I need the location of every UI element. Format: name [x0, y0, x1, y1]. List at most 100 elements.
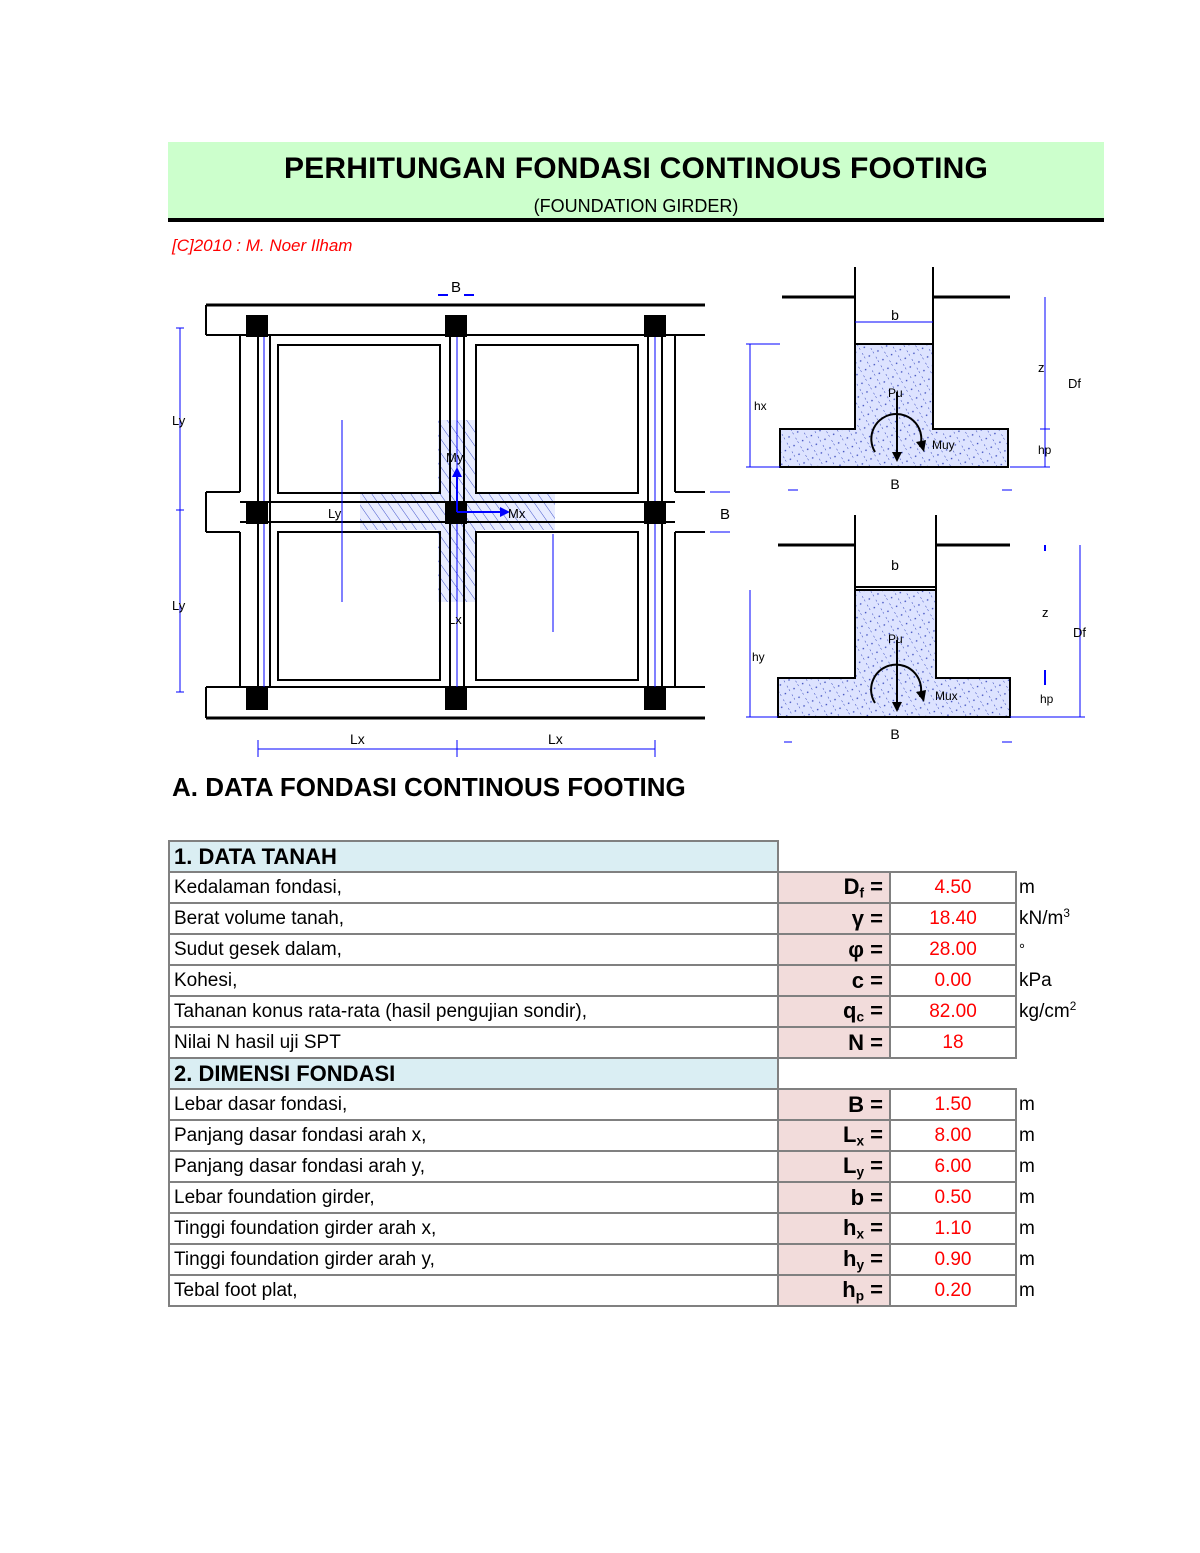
- param-unit: m: [1019, 1093, 1035, 1115]
- param-symbol: Lx =: [777, 1119, 891, 1152]
- plan-label-ly-1: Ly: [172, 413, 186, 428]
- param-description: Panjang dasar fondasi arah y,: [168, 1150, 779, 1183]
- param-symbol: φ =: [777, 933, 891, 966]
- sec-x-df: Df: [1068, 376, 1081, 391]
- sec-x-B: B: [890, 476, 899, 492]
- param-symbol: Df =: [777, 871, 891, 904]
- param-unit: m: [1019, 1186, 1035, 1208]
- param-value[interactable]: 0.90: [889, 1243, 1017, 1276]
- foundation-plan-diagram: B B Ly Ly Ly Lx Lx Lx Mx My: [172, 279, 730, 757]
- soil-heading-row: 1. DATA TANAH: [168, 840, 1096, 873]
- table-row: Tahanan konus rata-rata (hasil pengujian…: [168, 995, 1096, 1028]
- param-description: Lebar dasar fondasi,: [168, 1088, 779, 1121]
- param-value[interactable]: 1.10: [889, 1212, 1017, 1245]
- plan-label-ly-2: Ly: [172, 598, 186, 613]
- param-value[interactable]: 0.00: [889, 964, 1017, 997]
- param-unit: kPa: [1019, 969, 1052, 991]
- copyright-note: [C]2010 : M. Noer Ilham: [172, 236, 353, 255]
- param-symbol: hy =: [777, 1243, 891, 1276]
- table-row: Tinggi foundation girder arah x,hx =1.10…: [168, 1212, 1096, 1245]
- param-value[interactable]: 0.50: [889, 1181, 1017, 1214]
- param-symbol: qc =: [777, 995, 891, 1028]
- sec-y-pu: Pu: [888, 632, 903, 646]
- dimension-heading: 2. DIMENSI FONDASI: [168, 1057, 779, 1090]
- param-symbol: b =: [777, 1181, 891, 1214]
- param-description: Nilai N hasil uji SPT: [168, 1026, 779, 1059]
- sec-y-hp: hp: [1040, 692, 1054, 706]
- param-value[interactable]: 4.50: [889, 871, 1017, 904]
- param-unit: m: [1019, 876, 1035, 898]
- plan-label-my: My: [446, 450, 464, 465]
- param-value[interactable]: 18: [889, 1026, 1017, 1059]
- section-x-diagram: b hx z Df hp Pu Muy B: [746, 267, 1081, 492]
- param-value[interactable]: 8.00: [889, 1119, 1017, 1152]
- param-value[interactable]: 82.00: [889, 995, 1017, 1028]
- section-a-heading: A. DATA FONDASI CONTINOUS FOOTING: [172, 772, 686, 802]
- param-symbol: γ =: [777, 902, 891, 935]
- table-row: Tinggi foundation girder arah y,hy =0.90…: [168, 1243, 1096, 1276]
- param-unit: m: [1019, 1248, 1035, 1270]
- param-description: Tinggi foundation girder arah x,: [168, 1212, 779, 1245]
- param-unit: m: [1019, 1217, 1035, 1239]
- param-unit: °: [1019, 941, 1025, 958]
- sec-y-B: B: [890, 726, 899, 742]
- param-unit: m: [1019, 1155, 1035, 1177]
- sec-y-hy: hy: [752, 650, 765, 664]
- param-unit: kN/m3: [1019, 906, 1070, 930]
- sec-y-b: b: [891, 557, 899, 573]
- soil-heading: 1. DATA TANAH: [168, 840, 779, 873]
- param-unit: [1016, 1027, 1096, 1058]
- param-description: Berat volume tanah,: [168, 902, 779, 935]
- sec-x-b: b: [891, 307, 899, 323]
- param-symbol: hx =: [777, 1212, 891, 1245]
- param-unit: m: [1019, 1279, 1035, 1301]
- sec-x-z: z: [1038, 360, 1045, 375]
- param-value[interactable]: 1.50: [889, 1088, 1017, 1121]
- sec-y-z: z: [1042, 605, 1049, 620]
- section-y-diagram: b hy z Df hp Pu Mux B: [746, 515, 1086, 743]
- sec-x-hp: hp: [1038, 443, 1052, 457]
- param-description: Lebar foundation girder,: [168, 1181, 779, 1214]
- dimension-heading-row: 2. DIMENSI FONDASI: [168, 1057, 1096, 1090]
- title-banner: PERHITUNGAN FONDASI CONTINOUS FOOTING (F…: [168, 142, 1104, 222]
- blank-cell: [778, 841, 1096, 872]
- param-description: Kedalaman fondasi,: [168, 871, 779, 904]
- param-symbol: Ly =: [777, 1150, 891, 1183]
- page-subtitle: (FOUNDATION GIRDER): [533, 196, 739, 216]
- param-description: Tebal foot plat,: [168, 1274, 779, 1307]
- param-value[interactable]: 28.00: [889, 933, 1017, 966]
- param-value[interactable]: 6.00: [889, 1150, 1017, 1183]
- plan-label-lx-inner: Lx: [448, 612, 462, 627]
- plan-label-ly-inner: Ly: [328, 506, 342, 521]
- plan-label-lx-1: Lx: [350, 731, 365, 747]
- param-description: Tahanan konus rata-rata (hasil pengujian…: [168, 995, 779, 1028]
- param-description: Sudut gesek dalam,: [168, 933, 779, 966]
- param-value[interactable]: 18.40: [889, 902, 1017, 935]
- param-description: Panjang dasar fondasi arah x,: [168, 1119, 779, 1152]
- plan-label-B-top: B: [451, 279, 461, 296]
- page-title: PERHITUNGAN FONDASI CONTINOUS FOOTING: [283, 152, 989, 185]
- plan-label-B-right: B: [720, 506, 730, 523]
- param-symbol: N =: [777, 1026, 891, 1059]
- param-symbol: c =: [777, 964, 891, 997]
- sec-x-muy: Muy: [932, 438, 955, 452]
- sec-y-df: Df: [1073, 625, 1086, 640]
- blank-cell: [778, 1058, 1096, 1089]
- param-unit: kg/cm2: [1019, 999, 1077, 1023]
- param-unit: m: [1019, 1124, 1035, 1146]
- plan-label-lx-2: Lx: [548, 731, 563, 747]
- table-row: Sudut gesek dalam,φ =28.00°: [168, 933, 1096, 966]
- sec-y-mux: Mux: [935, 689, 958, 703]
- param-value[interactable]: 0.20: [889, 1274, 1017, 1307]
- param-symbol: hp =: [777, 1274, 891, 1307]
- plan-label-mx: Mx: [508, 506, 526, 521]
